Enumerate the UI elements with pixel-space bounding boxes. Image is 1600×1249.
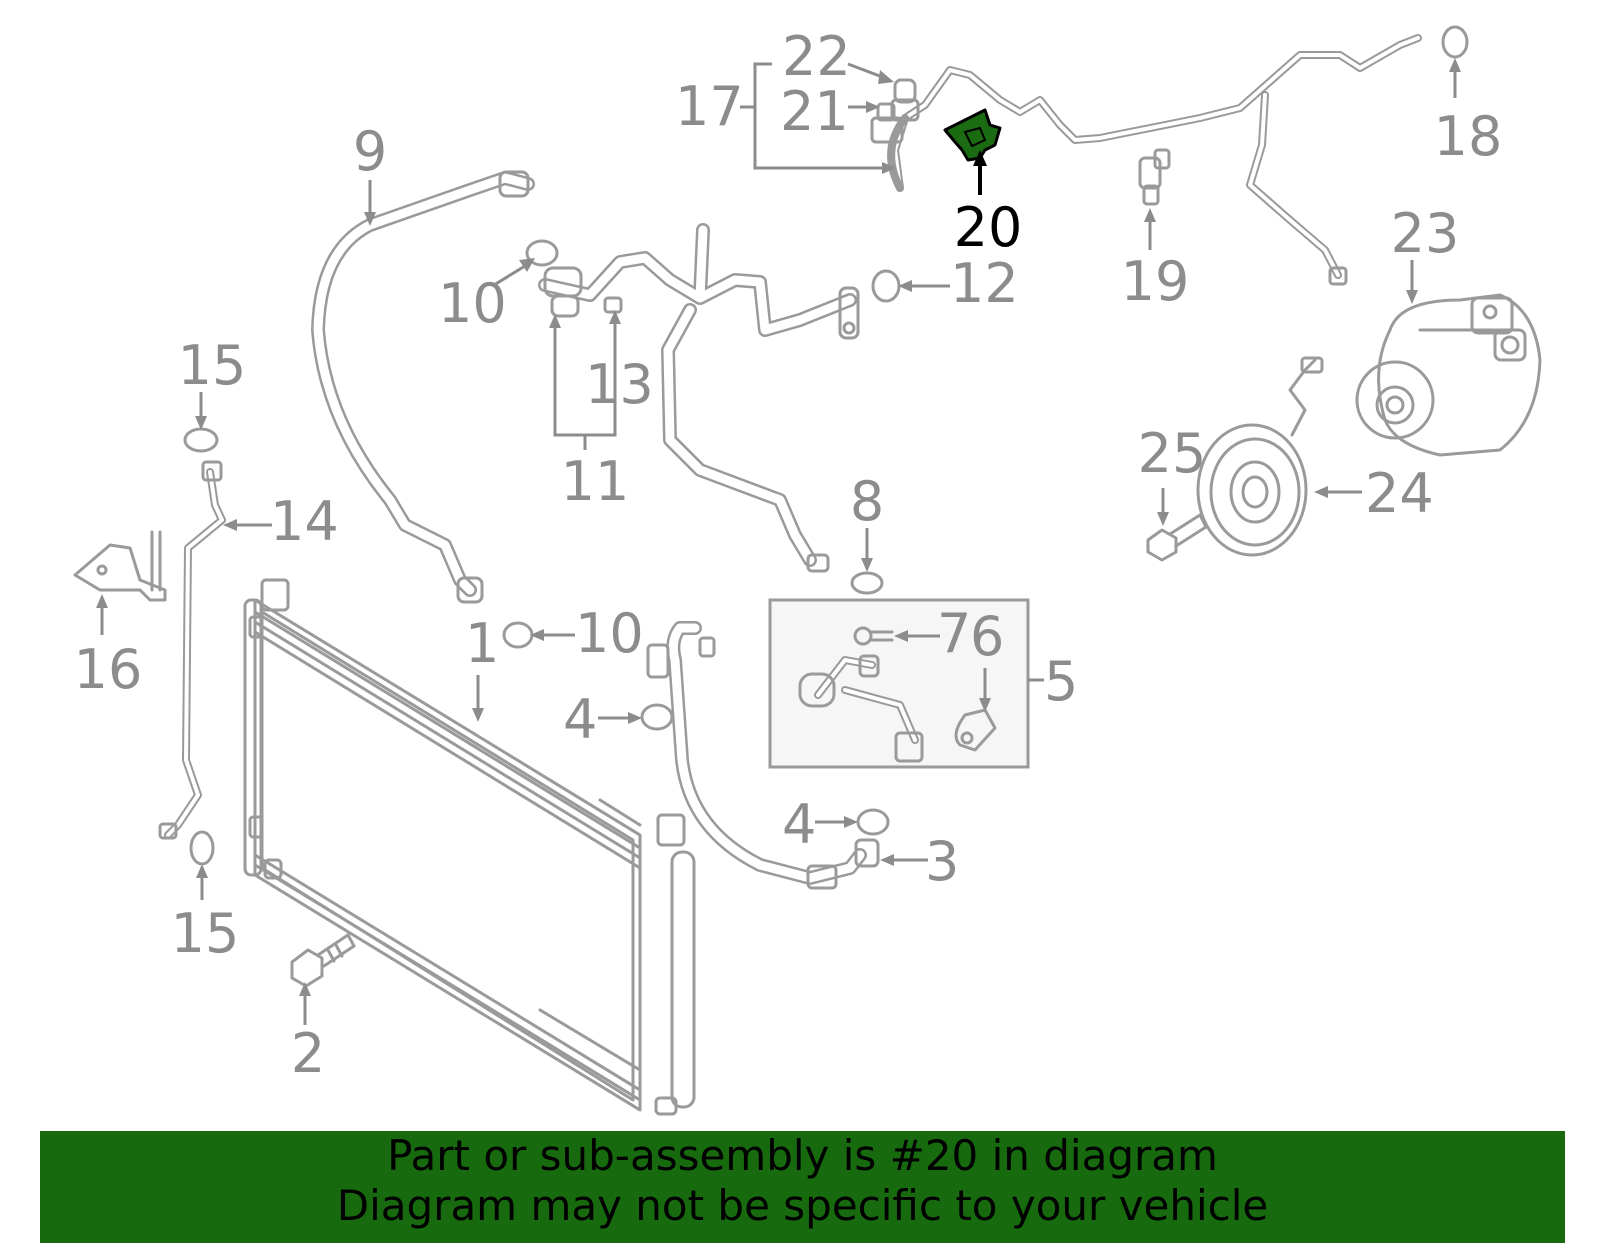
o-ring-part-15-upper[interactable] [183,427,219,453]
callout-17: 17 [675,75,744,138]
callout-15-lower: 15 [171,902,240,965]
callout-7: 7 [937,602,971,665]
o-ring-part-10-lower[interactable] [502,621,534,649]
sensor-part-19[interactable] [1138,148,1171,206]
callout-12: 12 [950,252,1019,315]
bolt-part-25[interactable] [1146,513,1208,562]
pipe-part-14[interactable] [158,460,226,840]
callout-9: 9 [353,120,387,183]
o-ring-part-12[interactable] [871,269,901,303]
callout-25: 25 [1138,422,1207,485]
o-ring-part-10-upper[interactable] [525,239,559,267]
callout-23: 23 [1391,202,1460,265]
callout-19: 19 [1121,250,1190,313]
callout-20-highlighted: 20 [954,196,1023,259]
condenser[interactable] [243,578,696,1116]
clutch-part-24[interactable] [1196,356,1324,557]
callout-8: 8 [850,470,884,533]
callout-6: 6 [970,605,1004,668]
o-ring-part-18[interactable] [1441,25,1469,59]
screw-part-7[interactable] [853,626,894,646]
valve-part-21[interactable] [870,102,904,144]
pipe-assembly-part-11[interactable] [538,223,860,573]
bolt-part-2[interactable] [290,933,356,988]
clip-part-6[interactable] [954,708,997,752]
valve-part-22[interactable] [890,78,920,122]
o-ring-part-8[interactable] [850,571,884,595]
callout-labels: 1 2 3 4 4 5 6 7 8 9 10 10 11 12 13 14 15… [74,25,1503,1085]
callout-4-lower: 4 [782,793,816,856]
callout-10-lower: 10 [575,602,644,665]
callout-13: 13 [585,353,654,416]
callout-18: 18 [1434,105,1503,168]
callout-15-upper: 15 [178,334,247,397]
callout-14: 14 [270,490,339,553]
callout-5: 5 [1044,650,1078,713]
banner-line-2: Diagram may not be specific to your vehi… [336,1181,1269,1230]
callout-16: 16 [74,638,143,701]
callout-2: 2 [291,1022,325,1085]
callout-21: 21 [780,80,849,143]
banner-line-1: Part or sub-assembly is #20 in diagram [387,1131,1218,1180]
callout-11: 11 [561,450,630,513]
suction-hose-part-9[interactable] [311,170,535,604]
discharge-hose-part-3[interactable] [646,621,880,890]
callout-22: 22 [782,25,851,88]
bracket-part-20-highlighted[interactable] [943,108,1002,162]
callout-1: 1 [465,612,499,675]
info-banner: Part or sub-assembly is #20 in diagram D… [40,1131,1565,1243]
callout-3: 3 [925,830,959,893]
callout-24: 24 [1365,462,1434,525]
compressor-part-23[interactable] [1355,293,1542,457]
o-ring-part-4-lower[interactable] [856,808,890,836]
o-ring-part-15-lower[interactable] [189,830,215,866]
leader-lines [96,58,1461,1025]
hose-part-5-inner [798,654,924,763]
o-ring-part-4-upper[interactable] [640,703,674,731]
bracket-part-16[interactable] [73,530,167,602]
callout-10-upper: 10 [438,272,507,335]
callout-4-upper: 4 [563,688,597,751]
